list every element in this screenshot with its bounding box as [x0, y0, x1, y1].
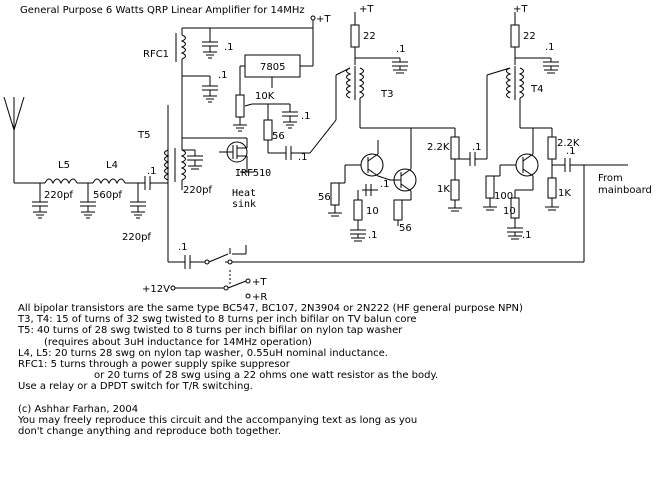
label-c-t4-emit: .1	[522, 230, 532, 241]
label-r100: 100	[494, 191, 513, 202]
label-r22-t4: 22	[523, 31, 536, 42]
terminal-12v	[170, 285, 176, 291]
label-r22-t3: 22	[363, 31, 376, 42]
transformer-t5-secondary	[180, 149, 186, 181]
label-c-t3: .1	[396, 44, 406, 55]
note-line-5: L4, L5: 20 turns 28 swg on nylon tap was…	[18, 347, 388, 359]
note-line-4: (requires about 3uH inductance for 14MHz…	[44, 336, 312, 348]
transformer-t5-primary	[164, 149, 170, 181]
label-7805: 7805	[260, 62, 285, 73]
diagram-title: General Purpose 6 Watts QRP Linear Ampli…	[20, 5, 305, 16]
label-c-t4: .1	[545, 42, 555, 53]
label-c-series: .1	[147, 166, 157, 177]
note-line-8: Use a relay or a DPDT switch for T/R swi…	[18, 381, 253, 393]
label-t4: T4	[530, 84, 543, 95]
label-10k: 10K	[255, 91, 275, 102]
capacitor-lpf-2	[80, 183, 96, 219]
label-l5: L5	[58, 160, 70, 171]
capacitor-lpf-3	[130, 183, 146, 219]
label-plus-t-1: +T	[316, 14, 331, 25]
label-c220-1: 220pf	[44, 190, 73, 201]
resistor-56-t3	[330, 182, 340, 206]
resistor-2-2k-t4	[547, 136, 557, 160]
label-from: From	[598, 173, 623, 184]
label-r1k-t4: 1K	[558, 188, 571, 199]
label-c-bypass2: .1	[218, 70, 228, 81]
label-t3: T3	[380, 89, 393, 100]
transformer-t3	[346, 67, 364, 99]
label-heat: Heat	[232, 188, 256, 199]
label-c-gate: .1	[298, 152, 308, 163]
resistor-22-t3	[350, 24, 360, 48]
resistor-100	[485, 175, 495, 199]
label-plus-t-3: +T	[513, 4, 528, 15]
label-t5: T5	[137, 130, 150, 141]
label-c-tr: .1	[178, 242, 188, 253]
note-line-10: You may freely reproduce this circuit an…	[18, 414, 418, 426]
label-plus-t-4: +T	[252, 277, 267, 288]
label-c-rfc: .1	[224, 42, 234, 53]
terminal-plus-t-1	[310, 15, 316, 21]
label-r56-t3: 56	[318, 192, 331, 203]
label-sink: sink	[232, 199, 256, 210]
label-c220-drain: 220pf	[183, 185, 212, 196]
antenna-icon	[3, 96, 25, 183]
note-line-6: RFC1: 5 turns through a power supply spi…	[18, 359, 290, 371]
label-r56-q2: 56	[399, 223, 412, 234]
label-plus-r: +R	[252, 292, 267, 303]
label-c-t3t4: .1	[472, 142, 482, 153]
label-plus-t-2: +T	[359, 4, 374, 15]
resistor-2-2k-t3	[450, 136, 460, 160]
label-c560: 560pf	[93, 190, 122, 201]
resistor-1k-t3	[450, 179, 460, 201]
label-r10-t4: 10	[503, 206, 516, 217]
resistor-56-gate	[263, 119, 273, 141]
potentiometer-10k	[235, 94, 245, 118]
note-line-11: don't change anything and reproduce both…	[18, 426, 282, 438]
note-line-1: All bipolar transistors are the same typ…	[18, 303, 523, 314]
transformer-t4	[506, 67, 524, 99]
label-c-input: .1	[566, 146, 576, 157]
label-mainboard: mainboard	[598, 185, 652, 196]
note-line-2: T3, T4: 15 of turns of 32 swg twisted to…	[18, 314, 417, 326]
notes-block: All bipolar transistors are the same typ…	[18, 303, 648, 437]
resistor-22-t4	[510, 24, 520, 48]
resistor-1k-t4	[547, 177, 557, 199]
resistor-10-t3	[353, 199, 363, 221]
label-rfc1: RFC1	[143, 49, 169, 60]
note-line-3: T5: 40 turns of 28 swg twisted to 8 turn…	[18, 325, 403, 337]
label-c-t3-emit: .1	[368, 230, 378, 241]
note-line-7: or 20 turns of 28 swg using a 22 ohms on…	[94, 370, 439, 382]
note-line-9: (c) Ashhar Farhan, 2004	[18, 403, 139, 415]
transistor-q3	[515, 153, 539, 177]
label-l4: L4	[106, 160, 118, 171]
label-c-stage: .1	[380, 179, 390, 190]
label-r10-t3: 10	[366, 206, 379, 217]
inductor-l4	[92, 178, 126, 185]
label-c-pot: .1	[301, 111, 311, 122]
label-12v: +12V	[142, 284, 170, 295]
label-r1k-t3: 1K	[437, 184, 450, 195]
switch-contact-2	[223, 285, 229, 291]
switch-contact-1	[204, 259, 210, 265]
capacitor-lpf-1	[32, 183, 48, 219]
transistor-q1	[360, 153, 384, 177]
label-r2-2k-t4: 2.2K	[557, 138, 580, 149]
label-irf510: IRF510	[235, 168, 271, 179]
label-r56-gate: 56	[272, 131, 285, 142]
inductor-l5	[44, 178, 78, 185]
inductor-rfc1	[180, 34, 186, 60]
resistor-56-q2	[393, 199, 403, 221]
label-r2-2k-t3: 2.2K	[427, 142, 450, 153]
label-c220-2: 220pf	[122, 232, 151, 243]
